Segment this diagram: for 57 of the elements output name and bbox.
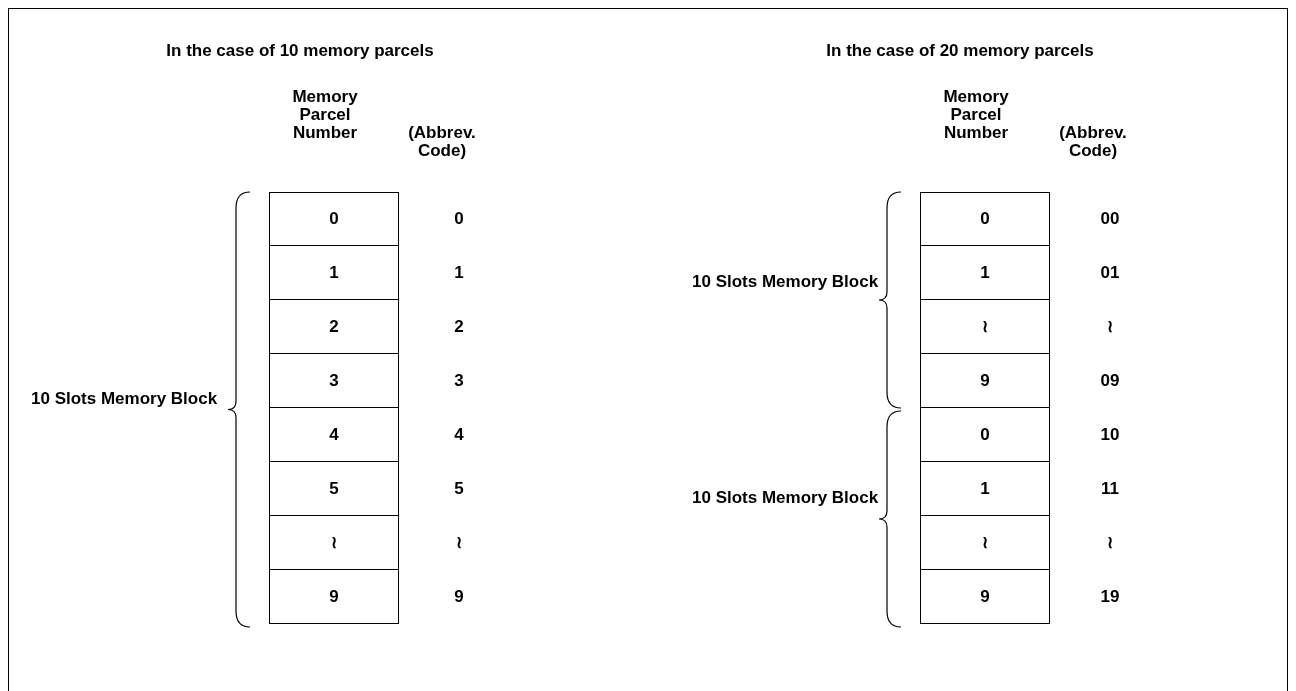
abbrev-code: 9 xyxy=(453,588,465,606)
slot-number: 3 xyxy=(329,371,339,390)
slot-number: 1 xyxy=(329,263,339,282)
abbrev-code: 01 xyxy=(1099,264,1121,282)
block-label: 10 Slots Memory Block xyxy=(692,273,880,291)
abbrev-code: 5 xyxy=(453,480,465,498)
column-header: Memory Parcel Number xyxy=(942,88,1010,142)
abbrev-code: ≀ xyxy=(1106,318,1114,336)
abbrev-code: 4 xyxy=(453,426,465,444)
memory-slot xyxy=(269,245,399,300)
slot-number: ≀ xyxy=(982,317,988,336)
panel-title: In the case of 10 memory parcels xyxy=(165,42,435,60)
abbrev-code: 3 xyxy=(453,372,465,390)
memory-slot xyxy=(269,353,399,408)
slot-number: 4 xyxy=(329,425,339,444)
abbrev-code: ≀ xyxy=(1106,534,1114,552)
abbrev-code: 11 xyxy=(1100,480,1120,498)
memory-slot xyxy=(920,569,1050,624)
memory-slot xyxy=(269,461,399,516)
memory-slot xyxy=(920,192,1050,246)
abbrev-code: 00 xyxy=(1099,210,1121,228)
memory-slot xyxy=(269,407,399,462)
column-header: (Abbrev. Code) xyxy=(407,124,477,160)
block-label: 10 Slots Memory Block xyxy=(692,489,880,507)
slot-number: 9 xyxy=(980,371,990,390)
abbrev-code: 1 xyxy=(453,264,465,282)
memory-slot xyxy=(920,299,1050,354)
abbrev-code: 19 xyxy=(1099,588,1121,606)
memory-slot xyxy=(269,192,399,246)
slot-number: 5 xyxy=(329,479,339,498)
block-label: 10 Slots Memory Block xyxy=(31,390,219,408)
slot-number: ≀ xyxy=(331,533,337,552)
slot-number: 9 xyxy=(329,587,339,606)
abbrev-code: 09 xyxy=(1099,372,1121,390)
slot-number: 0 xyxy=(329,210,339,228)
abbrev-code: 10 xyxy=(1099,426,1121,444)
column-header: Memory Parcel Number xyxy=(291,88,359,142)
slot-number: 0 xyxy=(980,210,990,228)
slot-number: 0 xyxy=(980,425,990,444)
memory-slot xyxy=(269,569,399,624)
memory-slot xyxy=(920,461,1050,516)
memory-slot xyxy=(920,245,1050,300)
column-header: (Abbrev. Code) xyxy=(1058,124,1128,160)
slot-number: ≀ xyxy=(982,533,988,552)
slot-number: 2 xyxy=(329,317,339,336)
panel-title: In the case of 20 memory parcels xyxy=(825,42,1095,60)
slot-number: 1 xyxy=(980,479,990,498)
memory-slot xyxy=(920,515,1050,570)
abbrev-code: 0 xyxy=(453,210,465,228)
abbrev-code: ≀ xyxy=(455,534,463,552)
memory-slot xyxy=(920,353,1050,408)
slot-number: 1 xyxy=(980,263,990,282)
memory-slot xyxy=(269,515,399,570)
slot-number: 9 xyxy=(980,587,990,606)
memory-slot xyxy=(920,407,1050,462)
memory-slot xyxy=(269,299,399,354)
abbrev-code: 2 xyxy=(453,318,465,336)
